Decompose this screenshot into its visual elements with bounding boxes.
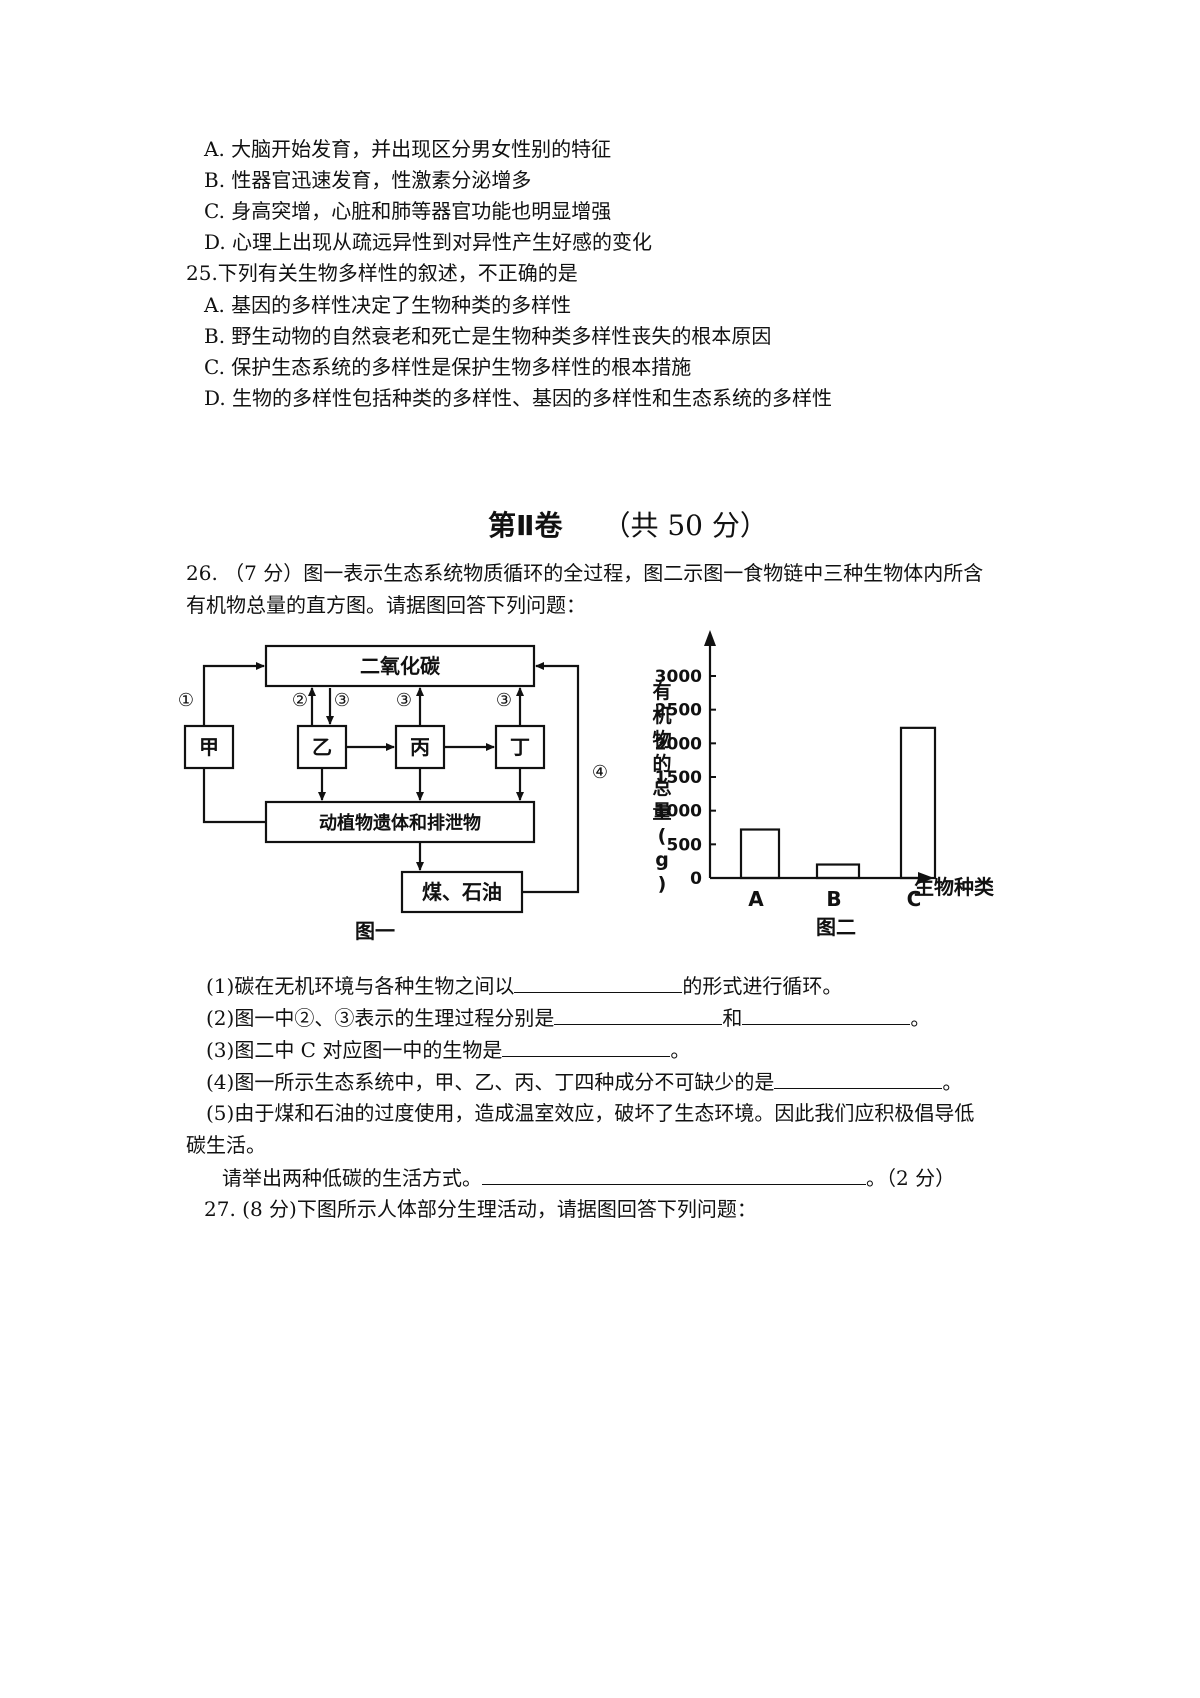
y-axis-arrow <box>704 630 716 646</box>
y-axis-label-char: g <box>655 849 669 871</box>
y-axis-label-char: 机 <box>652 705 671 727</box>
co2-box <box>264 644 536 688</box>
y-tick-label: 1000 <box>655 802 702 822</box>
y-axis-label-char: ( <box>658 825 667 847</box>
q26-sub2-answer-blank-1[interactable] <box>554 1004 723 1025</box>
q26-sub3: (3)图二中 C 对应图一中的生物是。 <box>206 1036 691 1062</box>
q26-sub5-line2: 碳生活。 <box>186 1133 266 1157</box>
marker-2: ② <box>292 690 308 711</box>
x-tick-label: B <box>826 887 841 911</box>
q26-stem-line1: 26. （7 分）图一表示生态系统物质循环的全过程，图二示图一食物链中三种生物体… <box>186 561 984 585</box>
y-axis-label-char: 的 <box>652 752 671 775</box>
y-tick-label: 2000 <box>655 734 702 754</box>
q25-option-a: A. 基因的多样性决定了生物种类的多样性 <box>204 293 572 317</box>
q26-sub5-line3: 请举出两种低碳的生活方式。。（2 分） <box>222 1164 956 1190</box>
marker-1: ① <box>178 690 194 711</box>
y-tick-label: 500 <box>667 835 703 855</box>
x-tick-label: A <box>748 887 764 911</box>
jia-box <box>183 724 235 770</box>
co2-label: 二氧化碳 <box>360 654 441 678</box>
bing-label: 丙 <box>410 735 430 759</box>
y-tick-label: 1500 <box>655 768 702 788</box>
marker-3-ding: ③ <box>496 690 512 711</box>
y-tick-label: 2500 <box>655 701 702 721</box>
yi-label: 乙 <box>312 735 332 759</box>
q24-option-a: A. 大脑开始发育，并出现区分男女性别的特征 <box>204 137 612 161</box>
y-tick-label: 0 <box>690 869 702 889</box>
q26-sub3-answer-blank[interactable] <box>502 1036 671 1057</box>
q26-sub4: (4)图一所示生态系统中，甲、乙、丙、丁四种成分不可缺少的是。 <box>206 1068 963 1094</box>
y-axis-label-char: ) <box>658 873 667 895</box>
q26-stem-line2: 有机物总量的直方图。请据图回答下列问题： <box>186 593 586 617</box>
x-axis-label: 生物种类 <box>914 875 994 899</box>
y-tick-label: 3000 <box>655 667 702 687</box>
remains-label: 动植物遗体和排泄物 <box>319 812 481 834</box>
q25-stem: 25.下列有关生物多样性的叙述，不正确的是 <box>186 261 578 285</box>
q26-sub4-answer-blank[interactable] <box>774 1068 943 1089</box>
figure-1-carbon-cycle: 二氧化碳 甲 乙 丙 丁 动植物遗体和排泄物 煤、石油 ① ② ③ ③ ③ ④ … <box>178 644 608 943</box>
q25-option-d: D. 生物的多样性包括种类的多样性、基因的多样性和生态系统的多样性 <box>204 386 833 410</box>
jia-label: 甲 <box>199 735 219 759</box>
y-axis-label-char: 总 <box>652 776 671 799</box>
marker-4: ④ <box>592 762 608 783</box>
q25-option-c: C. 保护生态系统的多样性是保护生物多样性的根本措施 <box>204 355 692 379</box>
figure-1-caption: 图一 <box>355 919 395 943</box>
q24-option-c: C. 身高突增，心脏和肺等器官功能也明显增强 <box>204 199 612 223</box>
chart-title: 图二 <box>816 915 856 939</box>
q25-option-b: B. 野生动物的自然衰老和死亡是生物种类多样性丧失的根本原因 <box>204 324 772 348</box>
q26-sub2-answer-blank-2[interactable] <box>742 1004 911 1025</box>
marker-3-yi: ③ <box>334 690 350 711</box>
q24-option-b: B. 性器官迅速发育，性激素分泌增多 <box>204 168 532 192</box>
x-tick-label: C <box>907 887 922 911</box>
y-axis-label-char: 量 <box>652 801 671 823</box>
ding-label: 丁 <box>510 735 530 759</box>
section-points: （共 50 分） <box>602 509 768 542</box>
q24-option-d: D. 心理上出现从疏远异性到对异性产生好感的变化 <box>204 230 653 254</box>
coal-label: 煤、石油 <box>422 880 502 904</box>
q26-sub1-answer-blank[interactable] <box>514 972 683 993</box>
section-title: 第Ⅱ卷 （共 50 分） <box>488 504 768 544</box>
q26-sub2: (2)图一中②、③表示的生理过程分别是和。 <box>206 1004 931 1030</box>
bar-A <box>739 828 781 880</box>
y-axis-label-char: 有 <box>652 680 671 703</box>
bar-B <box>815 863 861 880</box>
marker-3-bing: ③ <box>396 690 412 711</box>
q26-sub5-line1: (5)由于煤和石油的过度使用，造成温室效应，破坏了生态环境。因此我们应积极倡导低 <box>206 1101 975 1125</box>
q27-stem: 27. (8 分)下图所示人体部分生理活动，请据图回答下列问题： <box>204 1197 757 1221</box>
y-axis-label-char: 物 <box>652 728 671 751</box>
bar-C <box>899 726 937 880</box>
q26-sub5-answer-blank[interactable] <box>482 1164 866 1185</box>
section-name: 第Ⅱ卷 <box>488 509 563 542</box>
q26-sub1: (1)碳在无机环境与各种生物之间以的形式进行循环。 <box>206 972 843 998</box>
